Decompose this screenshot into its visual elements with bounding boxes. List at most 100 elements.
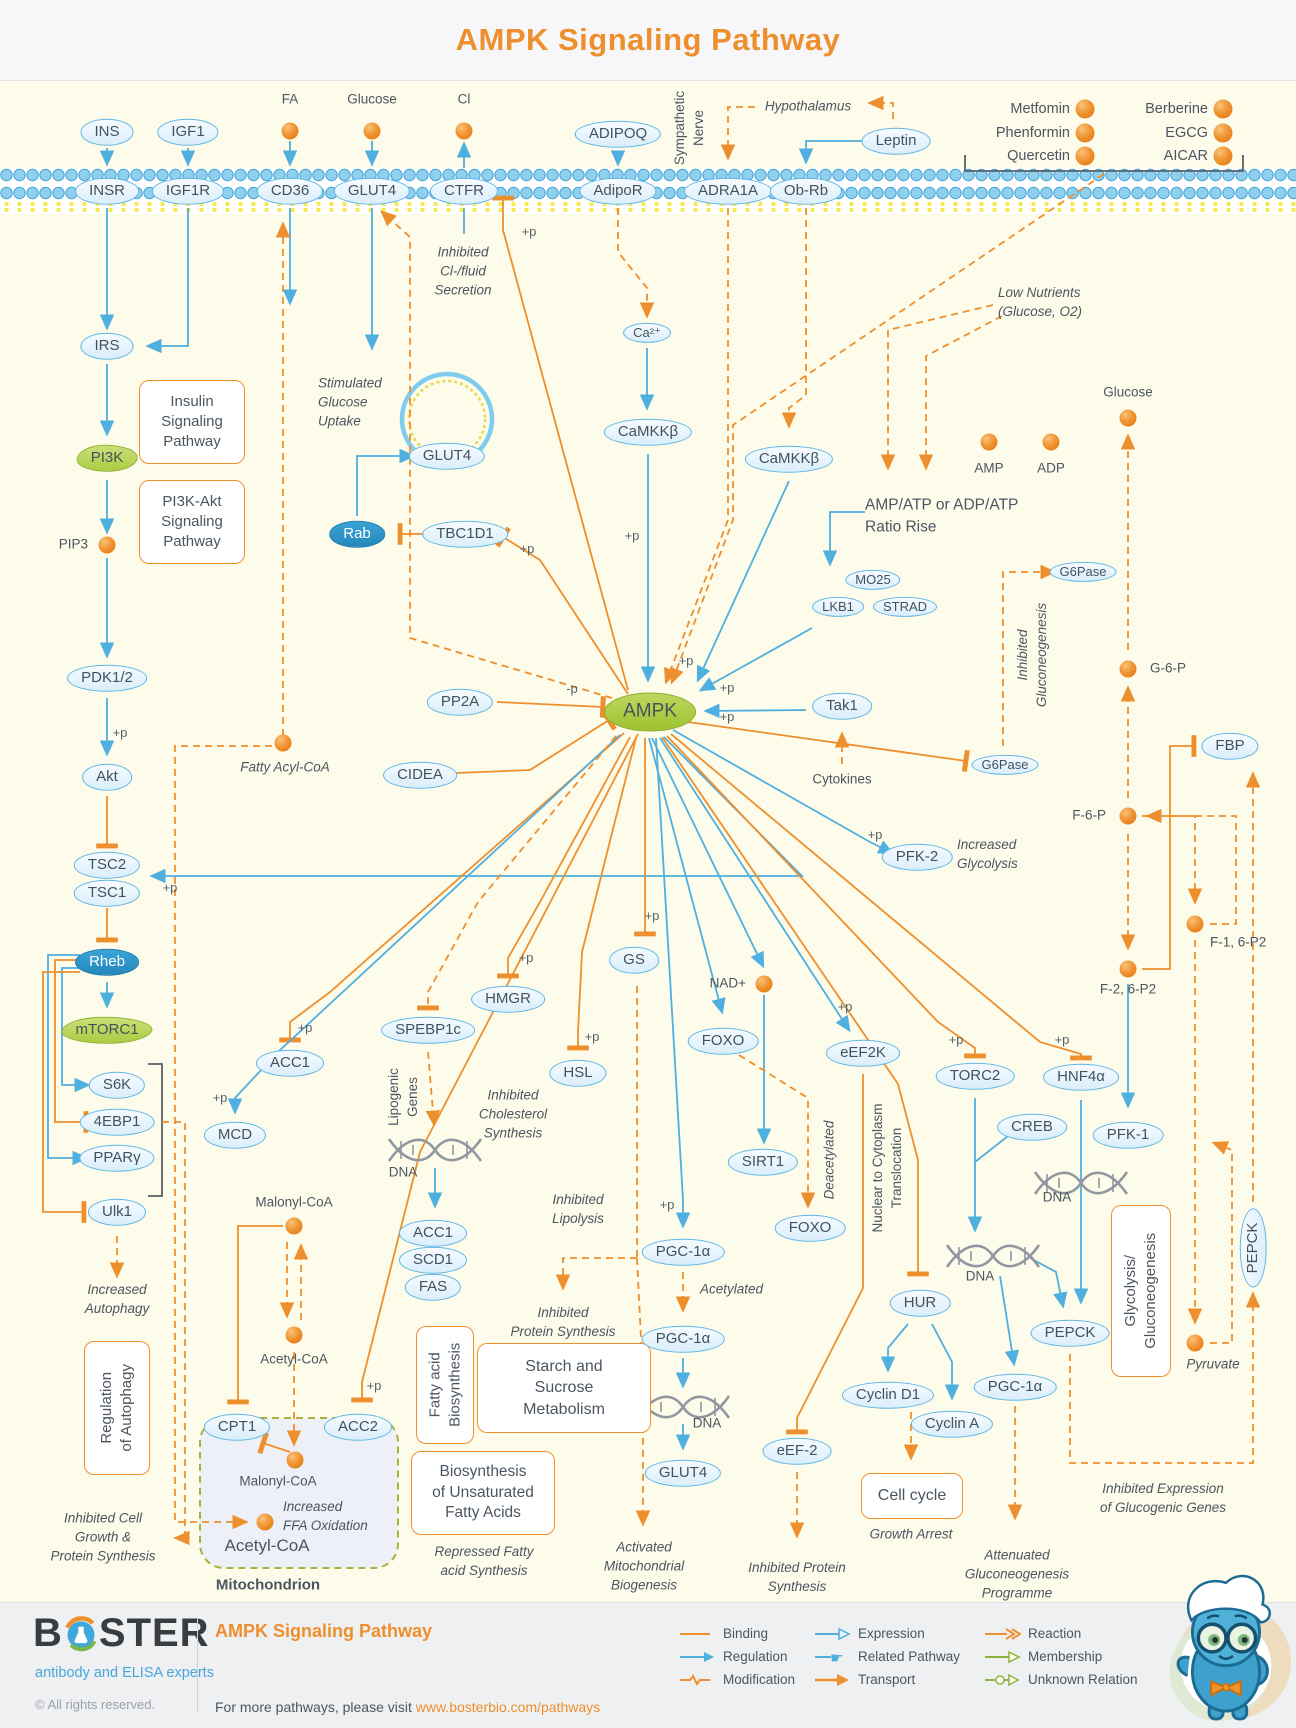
edge-73 — [999, 1275, 1019, 1367]
edge-67 — [786, 1074, 864, 1435]
label-acetyl-big: Acetyl-CoA — [224, 1534, 309, 1558]
node-ampk: AMPK — [604, 692, 696, 732]
label-pip3-label: PIP3 — [59, 536, 88, 555]
label-pp6-line: +p — [719, 708, 735, 724]
unknown-icon — [985, 1673, 1020, 1686]
copyright: © All rights reserved. — [35, 1697, 156, 1712]
node-ulk1: Ulk1 — [87, 1198, 147, 1226]
transport-icon — [815, 1673, 849, 1686]
regulation-icon — [680, 1651, 714, 1662]
edge-55 — [497, 736, 631, 979]
node-strad: STRAD — [872, 596, 938, 618]
legend-label: Regulation — [723, 1649, 788, 1664]
edge-61 — [738, 1054, 816, 1209]
label-pp1: +p — [522, 223, 537, 241]
label-activated-mito-line: Mitochondrial — [603, 1558, 685, 1574]
edge-49 — [687, 721, 970, 773]
edge-52 — [279, 732, 625, 1043]
box-biosynthesis-unsaturated-line: Fatty Acids — [445, 1504, 521, 1522]
node-igf1r: IGF1R — [151, 177, 225, 205]
node-rheb: Rheb — [75, 948, 139, 976]
label-pp15-line: +p — [659, 1196, 675, 1212]
label-pp14-line: +p — [644, 907, 660, 923]
node-pi3k: PI3K — [76, 444, 138, 472]
label-pp19-line: +p — [366, 1377, 382, 1393]
pathways-link[interactable]: www.bosterbio.com/pathways — [415, 1699, 601, 1715]
label-dna2-label-line: DNA — [965, 1268, 995, 1284]
drug-label: Quercetin — [1007, 148, 1070, 164]
edge-21 — [61, 967, 91, 1093]
node-mcd: MCD — [203, 1121, 267, 1149]
label-pp7-line: +p — [162, 879, 178, 895]
legend-label: Related Pathway — [858, 1649, 961, 1664]
label-hypothalamus-line: Hypothalamus — [764, 98, 852, 114]
node-adra1a: ADRA1A — [683, 177, 773, 205]
label-f6p-label: F-6-P — [1072, 807, 1106, 826]
node-akt: Akt — [82, 763, 132, 791]
reaction-icon — [985, 1627, 1021, 1640]
node-g6pase1: G6Pase — [1049, 561, 1117, 583]
label-stimulated-glucose-uptake-line: Uptake — [318, 413, 361, 429]
label-dna1-label: DNA — [1043, 1189, 1072, 1208]
label-g6p-label-line: G-6-P — [1150, 660, 1187, 676]
dot-cl — [455, 122, 473, 140]
label-increased-ffa-line: Increased — [283, 1499, 343, 1515]
box-fatty-acid-biosynthesis-line: Biosynthesis — [446, 1342, 463, 1428]
label-pp7: +p — [163, 879, 178, 897]
label-stimulated-glucose-uptake-line: Stimulated — [318, 375, 382, 391]
legend-label: Unknown Relation — [1028, 1672, 1138, 1687]
node-foxo1: FOXO — [687, 1027, 759, 1055]
label-pp4: +p — [679, 652, 694, 670]
node-adipor: AdipoR — [579, 177, 657, 205]
node-ob-rb: Ob-Rb — [769, 177, 843, 205]
legend-label: Modification — [723, 1672, 796, 1687]
label-fatty-acyl-label-line: Fatty Acyl-CoA — [240, 759, 330, 775]
label-lipogenic-genes-line: Genes — [405, 1077, 420, 1117]
dot-amp — [980, 433, 998, 451]
box-glycolysis-gluconeogenesis-line: Glycolysis/ — [1122, 1255, 1140, 1327]
edge-23 — [54, 959, 89, 1133]
node-cyclind1: Cyclin D1 — [841, 1381, 935, 1409]
label-attenuated-line: Gluconeogenesis — [964, 1566, 1070, 1582]
label-inhibited-lipolysis-line: Inhibited — [552, 1192, 604, 1208]
edge-98 — [227, 1225, 283, 1405]
label-pp17: +p — [949, 1031, 964, 1049]
node-tsc2: TSC2 — [73, 851, 141, 879]
edge-53 — [227, 734, 621, 1115]
node-cpt1: CPT1 — [203, 1413, 271, 1441]
label-inhibited-cl-secretion-line: Inhibited — [437, 244, 489, 260]
label-adp-label: ADP — [1037, 460, 1065, 479]
label-inhibited-expression-line: Inhibited Expression — [1102, 1481, 1224, 1497]
expression-icon — [815, 1627, 851, 1640]
label-inhibited-gluconeogenesis-line: Inhibited — [1015, 629, 1031, 681]
legend-label: Binding — [723, 1626, 769, 1641]
label-glucose-r-label: Glucose — [1103, 384, 1153, 403]
label-inhibited-protein-left-line: Inhibited — [537, 1305, 589, 1321]
dot-drug-3 — [1075, 146, 1095, 166]
dot-drug-1 — [1075, 99, 1095, 119]
label-malonyl-in-label-line: Malonyl-CoA — [239, 1473, 317, 1489]
edge-45 — [703, 703, 807, 719]
label-attenuated-line: Programme — [981, 1585, 1053, 1601]
node-adipoq: ADIPOQ — [574, 120, 662, 148]
node-g6pase2: G6Pase — [971, 754, 1039, 776]
node-pgc1a-3: PGC-1α — [973, 1373, 1057, 1401]
legend-item-transport: Transport — [815, 1672, 915, 1687]
label-pp9: +p — [868, 826, 883, 844]
label-pp14: +p — [645, 907, 660, 925]
label-low-nutrients-line: Low Nutrients — [998, 285, 1081, 301]
dot-ffa — [256, 1513, 274, 1531]
node-hur: HUR — [889, 1289, 951, 1317]
label-ratio-rise-line: AMP/ATP or ADP/ATP — [865, 496, 1019, 514]
node-spebp1c: SPEBP1c — [381, 1016, 475, 1044]
edge-6 — [798, 140, 866, 165]
label-increased-glycolysis-line: Glycolysis — [957, 856, 1018, 871]
label-mp1: -p — [566, 680, 578, 698]
label-glucose-label: Glucose — [347, 91, 397, 110]
dot-pip3 — [98, 536, 116, 554]
box-glycolysis-gluconeogenesis-line: Gluconeogenesis — [1142, 1233, 1160, 1349]
label-fa-label: FA — [282, 91, 299, 110]
